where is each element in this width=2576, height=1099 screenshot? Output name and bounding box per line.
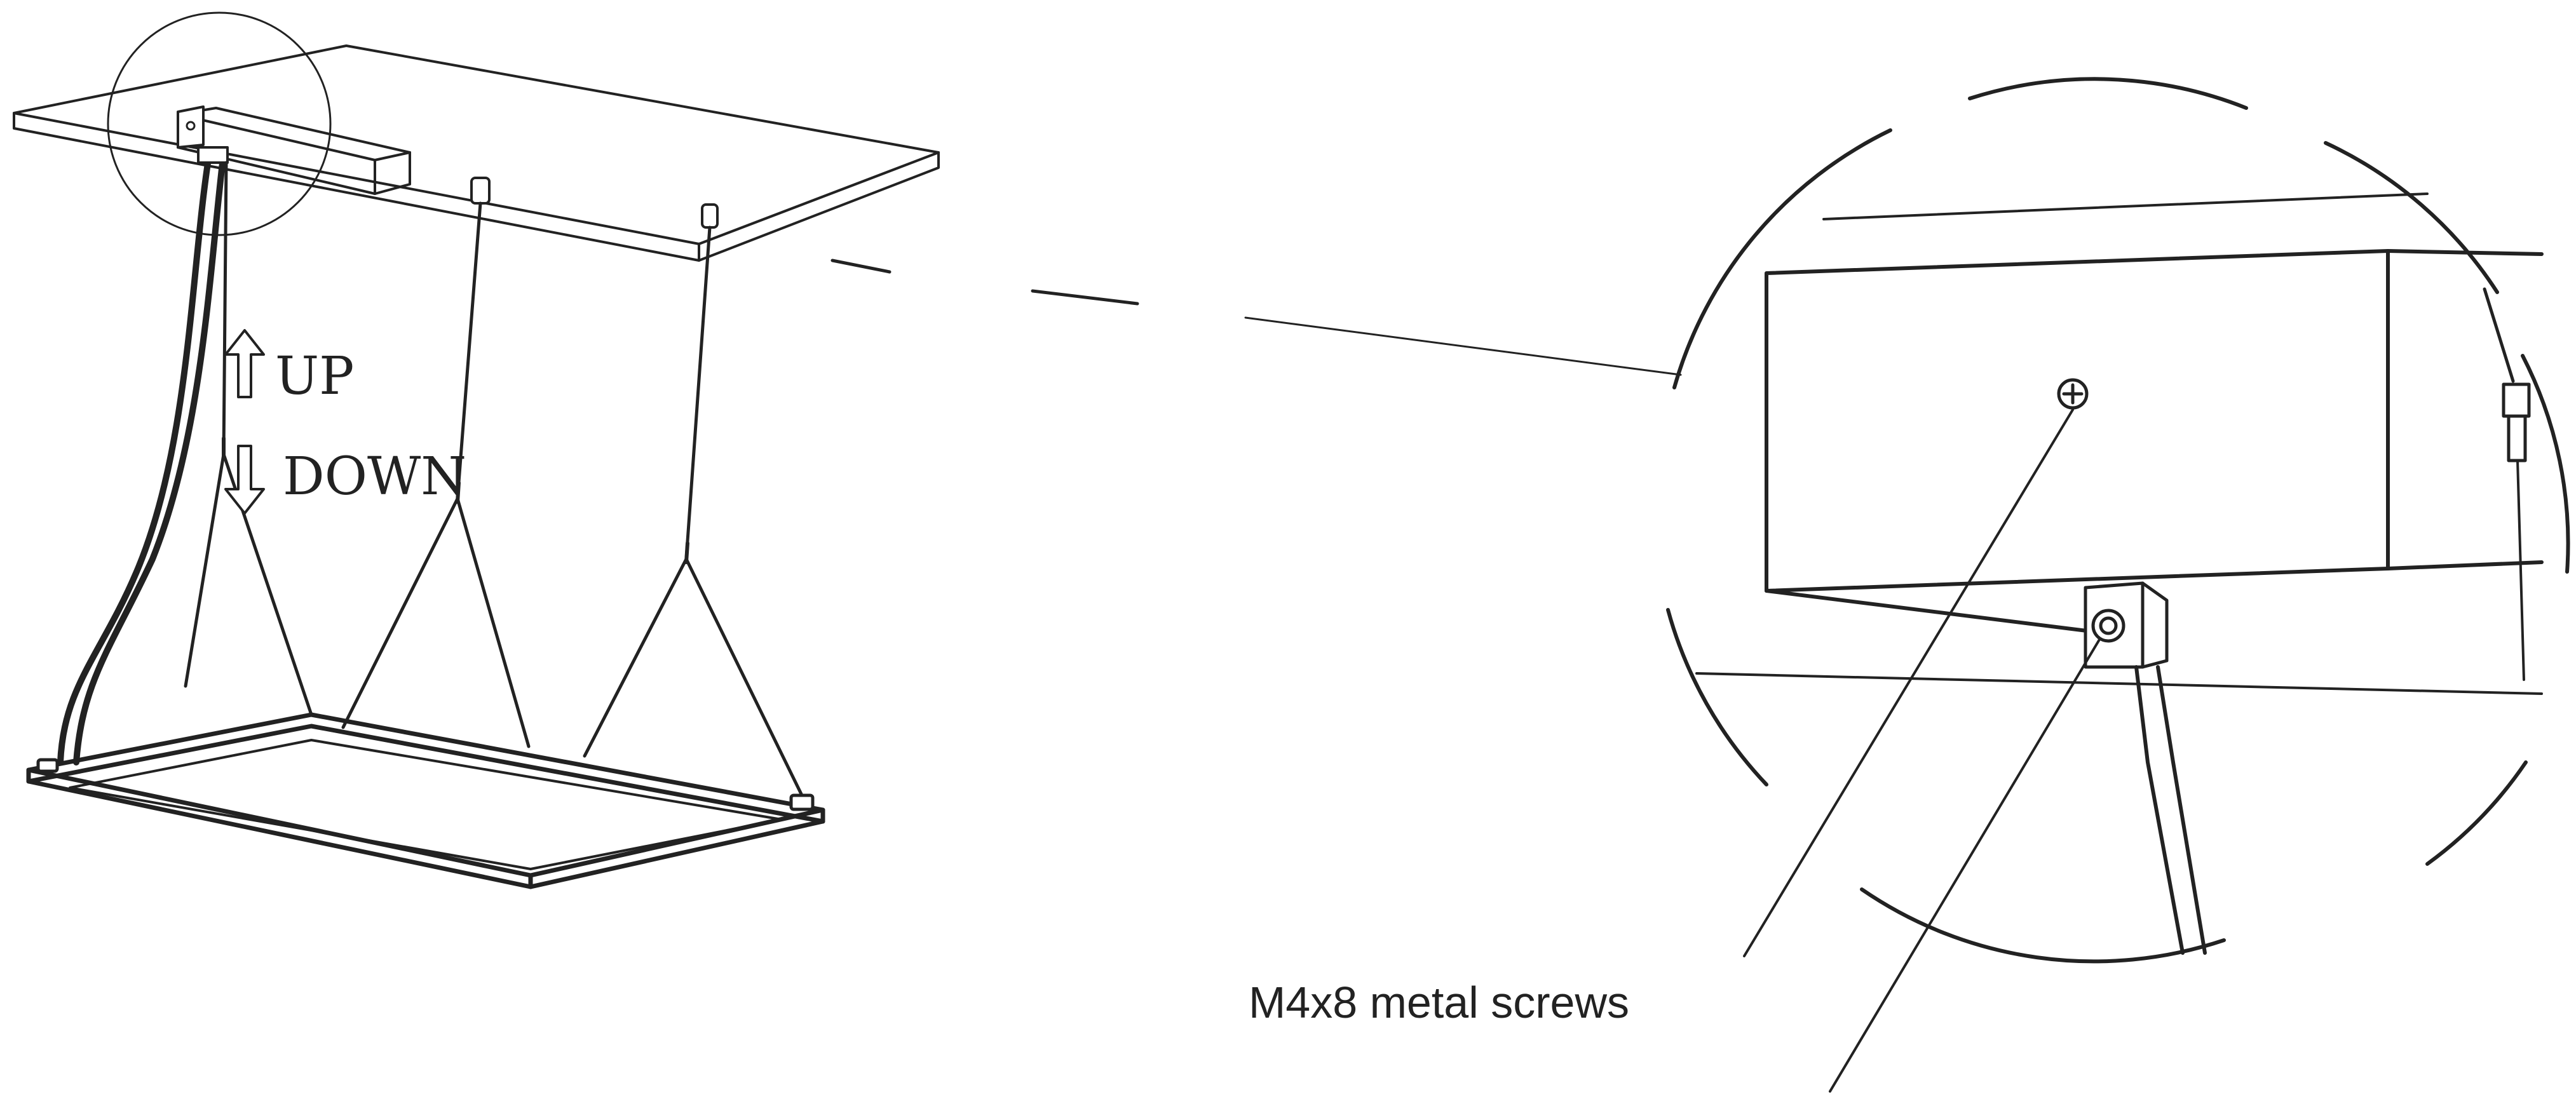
power-cord (57, 148, 227, 765)
panel-corner-mounts (36, 758, 815, 811)
detail-circle-large (1666, 77, 2570, 964)
cable-grippers (222, 436, 689, 564)
cable-gland (2084, 581, 2169, 669)
down-arrow-icon (224, 445, 265, 515)
detail-ceiling (1695, 192, 2543, 695)
led-panel (26, 712, 825, 889)
detail-suspension (2483, 287, 2531, 681)
screw-callout-label: M4x8 metal screws (1249, 978, 1629, 1027)
up-label: UP (275, 346, 354, 407)
detail-power-cord (2134, 665, 2207, 955)
phillips-screw-icon (2057, 378, 2089, 410)
down-label: DOWN (283, 447, 466, 507)
detail-circle-small (107, 11, 332, 236)
up-arrow-icon (224, 329, 265, 398)
leader-dashes (830, 259, 1682, 376)
ceiling-plate (13, 44, 940, 262)
canopy-box (177, 105, 411, 195)
suspension-cables (184, 161, 804, 797)
callout-leaders (1743, 408, 2101, 1093)
detail-canopy-box (1765, 249, 2544, 634)
suspension-anchors (470, 177, 719, 229)
